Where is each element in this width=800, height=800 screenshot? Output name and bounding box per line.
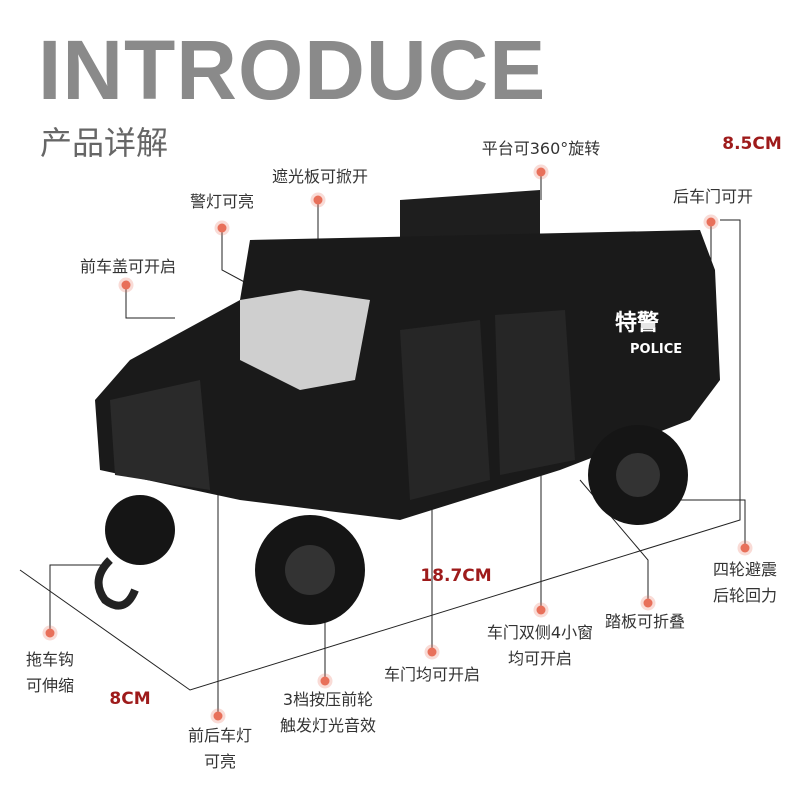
label-front-wheel: 3档按压前轮触发灯光音效 xyxy=(279,690,377,735)
label-rear-door: 后车门可开 xyxy=(672,187,754,206)
dot xyxy=(320,676,330,686)
armored-truck xyxy=(94,190,720,625)
label-hood: 前车盖可开启 xyxy=(79,257,177,276)
door-text: 特警 xyxy=(615,311,660,336)
dot xyxy=(45,628,55,638)
label-step: 踏板可折叠 xyxy=(604,612,686,631)
police-text: POLICE xyxy=(630,342,683,357)
dot xyxy=(706,217,716,227)
dot xyxy=(740,543,750,553)
dot xyxy=(427,647,437,657)
dot xyxy=(643,598,653,608)
length-dimension: 18.7CM xyxy=(420,566,492,586)
dot xyxy=(121,280,131,290)
label-warning-light: 警灯可亮 xyxy=(189,192,255,211)
width-dimension: 8CM xyxy=(109,689,151,709)
page-subtitle: 产品详解 xyxy=(40,124,169,162)
dot xyxy=(313,195,323,205)
label-platform: 平台可360°旋转 xyxy=(481,139,601,158)
label-suspension: 四轮避震后轮回力 xyxy=(712,560,778,605)
label-lights: 前后车灯可亮 xyxy=(187,726,253,771)
page-title: INTRODUCE xyxy=(38,23,547,117)
height-dimension: 8.5CM xyxy=(722,134,782,154)
dot xyxy=(536,605,546,615)
label-doors: 车门均可开启 xyxy=(383,665,481,684)
dot xyxy=(217,223,227,233)
tow-hook xyxy=(94,557,139,610)
label-hook: 拖车钩可伸缩 xyxy=(25,650,75,695)
dot xyxy=(213,711,223,721)
label-sun-visor: 遮光板可掀开 xyxy=(271,167,369,186)
dot xyxy=(536,167,546,177)
label-windows: 车门双侧4小窗均可开启 xyxy=(486,623,594,668)
